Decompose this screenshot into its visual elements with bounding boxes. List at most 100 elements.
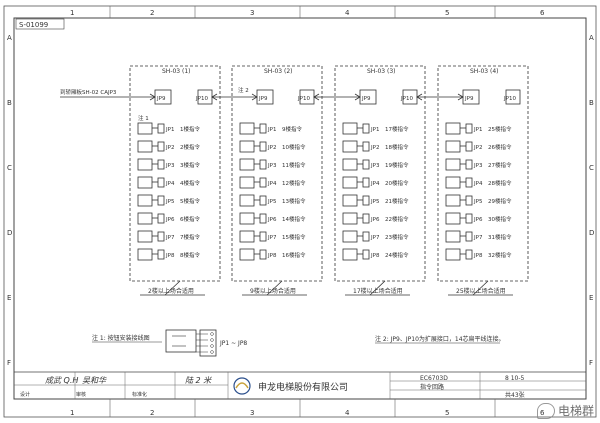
- floor-command-label: 6楼指令: [180, 215, 200, 223]
- port-connector: [157, 249, 165, 260]
- interconnect-arrow-right: [457, 93, 464, 101]
- connector-jp9-label: JP9: [361, 96, 371, 102]
- col-number-bottom: 3: [250, 409, 254, 417]
- port-connector: [362, 213, 370, 224]
- company-logo-swoosh: [235, 382, 249, 389]
- port-label: JP8: [473, 253, 483, 259]
- col-number-top: 3: [250, 9, 254, 17]
- port-connector: [259, 249, 267, 260]
- port-label: JP7: [267, 235, 277, 241]
- connector-jp9-label: JP9: [464, 96, 474, 102]
- floor-command-label: 25楼指令: [488, 125, 512, 133]
- connector-jp10: [505, 89, 521, 105]
- button-box: [445, 194, 461, 207]
- floor-command-label: 3楼指令: [180, 161, 200, 169]
- col-number-bottom: 4: [345, 409, 350, 417]
- floor-command-label: 8楼指令: [180, 251, 200, 259]
- row-letter-left: E: [7, 294, 11, 302]
- floor-command-label: 5楼指令: [180, 197, 200, 205]
- floor-command-label: 21楼指令: [385, 197, 409, 205]
- port-label: JP1: [267, 127, 276, 133]
- button-box: [239, 158, 255, 171]
- floor-command-label: 26楼指令: [488, 143, 512, 151]
- button-box: [137, 122, 153, 135]
- port-label: JP3: [267, 163, 277, 169]
- row-letter-right: B: [589, 99, 594, 107]
- watermark: 电梯群: [536, 402, 594, 419]
- port-connector: [362, 249, 370, 260]
- port-label: JP7: [473, 235, 483, 241]
- port-label: JP2: [473, 145, 482, 151]
- floor-command-label: 22楼指令: [385, 215, 409, 223]
- port-connector: [465, 123, 473, 134]
- floor-command-label: 19楼指令: [385, 161, 409, 169]
- port-label: JP7: [370, 235, 380, 241]
- port-connector: [157, 231, 165, 242]
- floor-command-label: 13楼指令: [282, 197, 306, 205]
- button-box: [137, 212, 153, 225]
- drawing-code-box: [15, 18, 65, 30]
- button-box: [342, 176, 358, 189]
- port-label: JP4: [473, 181, 483, 187]
- connector-jp10-label: JP10: [195, 96, 208, 102]
- board-outline: [231, 65, 323, 282]
- signature-approve: 陆 2 米: [185, 376, 212, 385]
- port-label: JP1: [165, 127, 174, 133]
- note1-marker: 注 1: [138, 114, 149, 122]
- port-connector: [259, 231, 267, 242]
- floor-command-label: 4楼指令: [180, 179, 200, 187]
- port-connector: [465, 195, 473, 206]
- port-connector: [362, 159, 370, 170]
- button-box: [239, 194, 255, 207]
- port-connector: [259, 213, 267, 224]
- port-label: JP6: [370, 217, 380, 223]
- caption-leader: [369, 280, 386, 296]
- connector-jp10-label: JP10: [400, 96, 413, 102]
- floor-command-label: 10楼指令: [282, 143, 306, 151]
- terminal-pin: [210, 338, 214, 342]
- input-label: 到轿厢板SH-02 CAJP3: [60, 88, 117, 96]
- floor-command-label: 2楼指令: [180, 143, 200, 151]
- port-label: JP2: [165, 145, 174, 151]
- drawing-number: EC6703D: [420, 375, 448, 382]
- button-box: [445, 140, 461, 153]
- button-box: [137, 248, 153, 261]
- board-caption: 2楼以上场合适用: [148, 287, 194, 295]
- interconnect-arrow-right: [251, 93, 258, 101]
- title-block-field-label: 审核: [76, 391, 86, 398]
- port-label: JP5: [165, 199, 175, 205]
- port-label: JP3: [473, 163, 483, 169]
- port-connector: [157, 159, 165, 170]
- row-letter-left: D: [7, 229, 12, 237]
- button-box: [445, 230, 461, 243]
- port-connector: [157, 213, 165, 224]
- row-letter-left: F: [7, 359, 11, 367]
- signature-design: 成武 Q.H: [45, 376, 78, 385]
- port-label: JP8: [370, 253, 380, 259]
- port-connector: [259, 141, 267, 152]
- port-connector: [362, 195, 370, 206]
- floor-command-label: 24楼指令: [385, 251, 409, 259]
- button-box: [342, 140, 358, 153]
- floor-command-label: 18楼指令: [385, 143, 409, 151]
- board-title: SH-03 (3): [367, 68, 396, 75]
- button-box: [342, 248, 358, 261]
- button-symbol-box: [165, 329, 197, 353]
- button-box: [137, 176, 153, 189]
- floor-command-label: 7楼指令: [180, 233, 200, 241]
- port-label: JP1: [473, 127, 482, 133]
- board-title: SH-03 (1): [162, 68, 191, 75]
- col-number-top: 1: [70, 9, 74, 17]
- row-letter-left: C: [7, 164, 12, 172]
- button-box: [445, 176, 461, 189]
- button-box: [239, 248, 255, 261]
- port-connector: [157, 195, 165, 206]
- input-arrow: [149, 93, 156, 101]
- button-box: [445, 122, 461, 135]
- terminal-pin: [210, 332, 214, 336]
- port-connector: [465, 177, 473, 188]
- col-number-top: 5: [445, 9, 449, 17]
- interconnect-arrow-left: [211, 93, 218, 101]
- button-box: [239, 230, 255, 243]
